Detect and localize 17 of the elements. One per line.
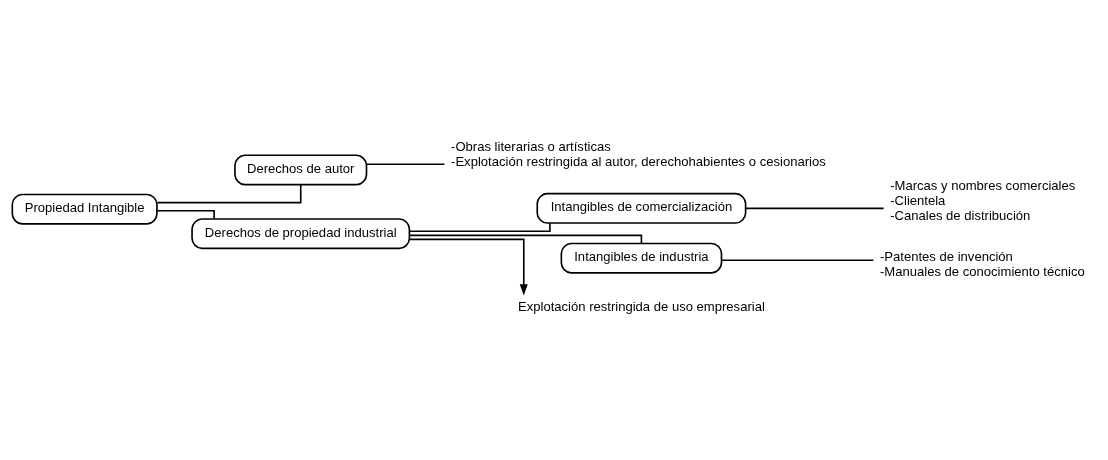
node-box: Propiedad Intangible xyxy=(11,193,158,225)
node-text: -Obras literarias o artísticas -Explotación restringida al autor, derechohabientes o cesionarios xyxy=(451,138,826,169)
node-text: Explotación restringida de uso empresarial xyxy=(517,299,765,315)
arrow xyxy=(408,238,528,296)
node-text: -Patentes de invención -Manuales de conocimiento técnico xyxy=(879,249,1085,279)
connector xyxy=(408,234,643,245)
connector xyxy=(156,210,215,220)
node-box: Intangibles de industria xyxy=(560,242,723,274)
connector xyxy=(156,183,302,204)
connector xyxy=(720,259,875,262)
node-box: Intangibles de comercialización xyxy=(536,192,747,224)
node-box: Derechos de autor xyxy=(234,154,368,186)
connector xyxy=(366,163,446,166)
connector xyxy=(408,222,551,233)
connector xyxy=(744,207,885,210)
node-box: Derechos de propiedad industrial xyxy=(191,218,411,250)
node-text: -Marcas y nombres comerciales -Clientela -Canales de distribución xyxy=(890,178,1076,223)
